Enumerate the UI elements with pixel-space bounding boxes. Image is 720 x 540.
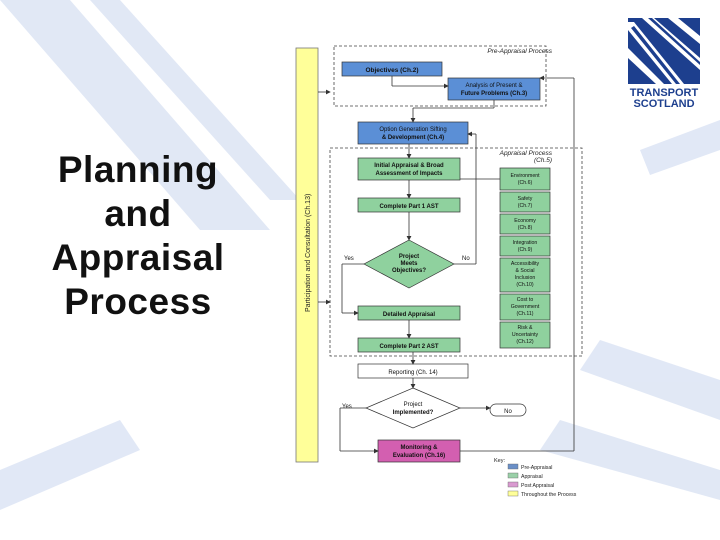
crit-safety-2: (Ch.7): [518, 203, 533, 209]
crit-risk-1: Risk &: [518, 325, 534, 331]
crit-acc-1: Accessibility: [511, 261, 540, 267]
decision2-text-2: Implemented?: [393, 410, 434, 416]
criteria-economy: [499, 213, 551, 235]
appraisal-label-1: Appraisal Process: [499, 150, 553, 157]
decision2-text-1: Project: [404, 402, 423, 408]
criteria-column: [499, 167, 551, 349]
participation-label: Participation and Consultation (Ch.13): [305, 194, 312, 312]
crit-env-2: (Ch.6): [518, 180, 533, 186]
decision2-yes: Yes: [342, 404, 352, 410]
crit-acc-4: (Ch.10): [516, 282, 534, 288]
objectives-text: Objectives (Ch.2): [365, 67, 418, 74]
option-text-1: Option Generation Sifting: [379, 127, 446, 133]
crit-risk-2: Uncertainty: [512, 332, 539, 338]
key-swatch-post: [507, 481, 519, 488]
logo-line-2: SCOTLAND: [633, 98, 695, 110]
crit-int-2: (Ch.9): [518, 247, 533, 253]
logo-road-icon: [628, 18, 700, 84]
criteria-environment: [499, 167, 551, 191]
crit-acc-3: Inclusion: [515, 275, 536, 281]
initial-text-1: Initial Appraisal & Broad: [374, 163, 444, 169]
key-post: Post Appraisal: [521, 483, 554, 489]
criteria-safety: [499, 191, 551, 213]
part1-text: Complete Part 1 AST: [379, 204, 438, 210]
key-appraisal: Appraisal: [521, 474, 543, 480]
key-pre: Pre-Appraisal: [521, 465, 552, 471]
appraisal-region: [329, 147, 583, 357]
criteria-risk: [499, 321, 551, 349]
slide-title: Planning and Appraisal Process: [22, 148, 254, 324]
transport-scotland-logo: TRANSPORT SCOTLAND: [626, 18, 702, 110]
appraisal-label-2: (Ch.5): [534, 157, 552, 164]
crit-acc-2: & Social: [515, 268, 534, 274]
analysis-text-1: Analysis of Present &: [465, 83, 522, 89]
decision1-no: No: [462, 256, 470, 262]
pre-appraisal-label: Pre-Appraisal Process: [487, 48, 552, 55]
analysis-text-2: Future Problems (Ch.3): [461, 91, 527, 97]
decision1-yes: Yes: [344, 256, 354, 262]
title-line-3: Appraisal: [51, 237, 225, 278]
crit-cost-3: (Ch.11): [517, 311, 534, 317]
crit-safety-1: Safety: [518, 196, 533, 202]
criteria-integration: [499, 235, 551, 257]
crit-int-1: Integration: [513, 240, 538, 246]
key-throughout: Throughout the Process: [521, 492, 577, 498]
pre-appraisal-region: [333, 45, 547, 107]
logo-line-1: TRANSPORT: [629, 87, 699, 99]
key-swatch-throughout: [507, 490, 519, 497]
part2-text: Complete Part 2 AST: [379, 344, 438, 350]
crit-eco-2: (Ch.8): [518, 225, 533, 231]
title-line-1: Planning: [57, 149, 219, 190]
decision1-text-1: Project: [399, 254, 419, 260]
title-line-2: and: [104, 193, 172, 234]
crit-cost-2: Government: [511, 304, 540, 310]
criteria-accessibility: [499, 257, 551, 293]
no-terminator-text: No: [504, 409, 512, 415]
monitoring-text-1: Monitoring &: [401, 445, 439, 451]
crit-cost-1: Cost to: [517, 297, 534, 303]
crit-env-1: Environment: [510, 173, 540, 179]
reporting-text: Reporting (Ch. 14): [388, 370, 437, 376]
crit-eco-1: Economy: [514, 218, 536, 224]
crit-risk-3: (Ch.12): [516, 339, 534, 345]
decision1-text-2: Meets: [400, 261, 418, 267]
title-line-4: Process: [64, 281, 212, 322]
participation-bar: [295, 47, 319, 463]
decision-implemented: [365, 387, 461, 429]
decision-meets-objectives: [363, 239, 455, 289]
decision1-text-3: Objectives?: [392, 268, 426, 274]
initial-text-2: Assessment of Impacts: [375, 171, 443, 177]
criteria-cost: [499, 293, 551, 321]
option-text-2: & Development (Ch.4): [382, 135, 444, 141]
appraisal-flowchart: Participation and Consultation (Ch.13) P…: [295, 45, 583, 498]
detailed-text: Detailed Appraisal: [383, 312, 435, 318]
key-title: Key:: [494, 458, 505, 464]
key-swatch-appraisal: [507, 472, 519, 479]
monitoring-text-2: Evaluation (Ch.16): [393, 453, 445, 459]
key-swatch-pre: [507, 463, 519, 470]
